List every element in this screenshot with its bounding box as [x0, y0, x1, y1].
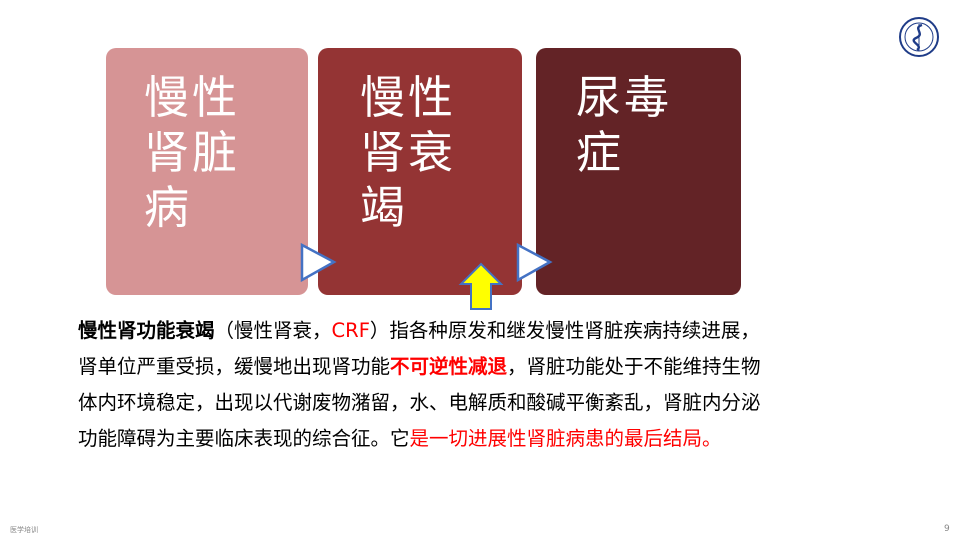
paragraph-text: 功能障碍为主要临床表现的综合征。它 — [78, 427, 410, 450]
card-uremia: 尿毒 症 — [536, 48, 741, 295]
page-number: 9 — [944, 524, 950, 534]
card-line: 肾衰 — [360, 126, 457, 179]
card-chronic-kidney-disease: 慢性 肾脏 病 — [106, 48, 308, 295]
paragraph-line: 体内环境稳定，出现以代谢废物潴留，水、电解质和酸碱平衡紊乱，肾脏内分泌 — [78, 385, 938, 421]
card-line: 肾脏 — [144, 126, 241, 179]
yellow-up-arrow-icon — [458, 262, 504, 310]
card-line: 尿毒 — [576, 71, 673, 124]
final-outcome-emphasis: 是一切进展性肾脏病患的最后结局。 — [409, 427, 722, 450]
paragraph-text: ，肾脏功能处于不能维持生物 — [507, 355, 761, 378]
crf-abbreviation: CRF — [331, 319, 370, 342]
right-triangle-arrow-icon — [516, 243, 553, 283]
card-line: 病 — [144, 181, 193, 234]
footer-label: 医学培训 — [10, 526, 38, 534]
card-chronic-renal-failure: 慢性 肾衰 竭 — [318, 48, 522, 295]
definition-paragraph: 慢性肾功能衰竭（慢性肾衰，CRF）指各种原发和继发慢性肾脏疾病持续进展， 肾单位… — [78, 313, 938, 457]
paragraph-line: 慢性肾功能衰竭（慢性肾衰，CRF）指各种原发和继发慢性肾脏疾病持续进展， — [78, 313, 938, 349]
card-line: 症 — [576, 126, 625, 179]
paragraph-line: 肾单位严重受损，缓慢地出现肾功能不可逆性减退，肾脏功能处于不能维持生物 — [78, 349, 938, 385]
paragraph-line: 功能障碍为主要临床表现的综合征。它是一切进展性肾脏病患的最后结局。 — [78, 421, 938, 457]
card-line: 竭 — [360, 181, 409, 234]
paren-text: （慢性肾衰， — [214, 319, 332, 342]
card-line: 慢性 — [144, 71, 241, 124]
paragraph-text: 体内环境稳定，出现以代谢废物潴留，水、电解质和酸碱平衡紊乱，肾脏内分泌 — [78, 391, 761, 414]
card-line: 慢性 — [360, 71, 457, 124]
irreversible-emphasis: 不可逆性减退 — [390, 355, 508, 378]
term-heading: 慢性肾功能衰竭 — [78, 319, 215, 342]
right-triangle-arrow-icon — [300, 243, 337, 283]
paragraph-text: ）指各种原发和继发慢性肾脏疾病持续进展， — [369, 319, 760, 342]
hospital-logo-icon — [899, 17, 939, 57]
paragraph-text: 肾单位严重受损，缓慢地出现肾功能 — [78, 355, 391, 378]
